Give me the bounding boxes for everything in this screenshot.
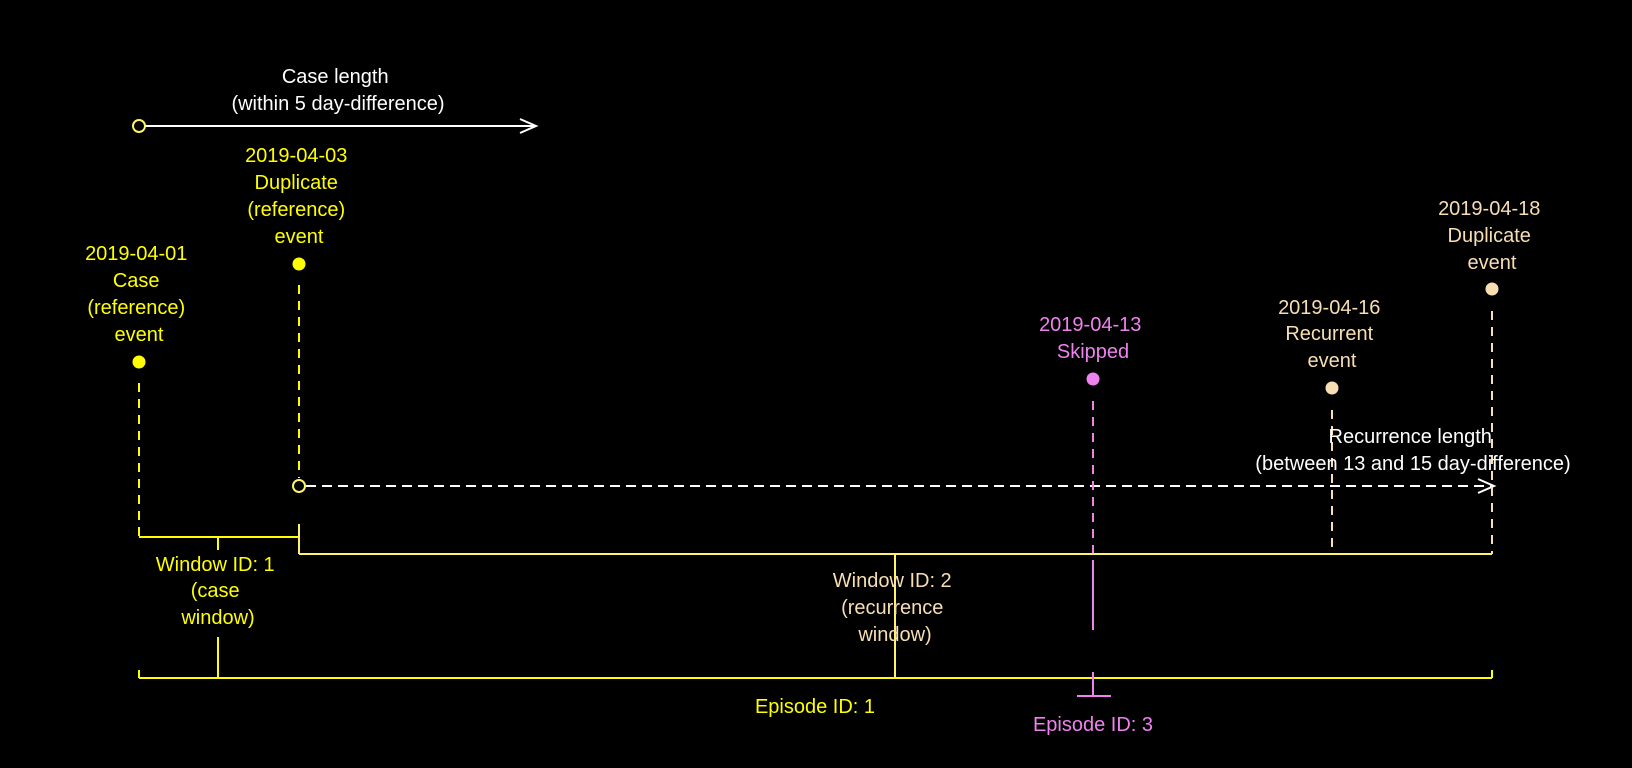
recurrence-length-arrow: [292, 478, 1497, 494]
event-duplicate-reference-point: [292, 257, 306, 271]
episode-1-bracket: [138, 670, 1493, 679]
event-case: 2019-04-01 Case (reference) event: [85, 243, 193, 537]
case-length-line-1: Case length: [282, 66, 389, 88]
event-skipped-label: 2019-04-13 Skipped: [1039, 314, 1147, 363]
event-recurrent: 2019-04-16 Recurrent event: [1278, 297, 1386, 552]
recurrence-length-label: Recurrence length (between 13 and 15 day…: [1255, 426, 1570, 475]
event-case-label: 2019-04-01 Case (reference) event: [85, 243, 193, 346]
case-length-arrow: [132, 118, 539, 134]
event-skipped-point: [1086, 372, 1100, 386]
episode-3-marker: [1077, 672, 1111, 697]
window-2-label: Window ID: 2 (recurrence window): [833, 570, 958, 646]
case-length-line-2: (within 5 day-difference): [231, 93, 444, 115]
event-duplicate-reference: 2019-04-03 Duplicate (reference) event: [245, 145, 353, 478]
recurrence-length-start-marker: [292, 479, 306, 493]
event-case-point: [132, 355, 146, 369]
window-2-bracket: [298, 524, 1492, 678]
episode-1-label: Episode ID: 1: [755, 696, 875, 718]
window-1-bracket: [139, 536, 299, 678]
event-recurrent-point: [1325, 381, 1339, 395]
event-duplicate: 2019-04-18 Duplicate event: [1438, 198, 1546, 554]
event-recurrent-label: 2019-04-16 Recurrent event: [1278, 297, 1386, 372]
event-duplicate-point: [1485, 282, 1499, 296]
episode-3-label: Episode ID: 3: [1033, 714, 1153, 736]
event-duplicate-label: 2019-04-18 Duplicate event: [1438, 198, 1546, 274]
case-length-label: Case length (within 5 day-difference): [231, 66, 444, 115]
event-skipped: 2019-04-13 Skipped: [1039, 314, 1147, 630]
window-1-label: Window ID: 1 (case window): [156, 554, 281, 629]
case-length-start-marker: [132, 119, 146, 133]
event-duplicate-reference-label: 2019-04-03 Duplicate (reference) event: [245, 145, 353, 248]
